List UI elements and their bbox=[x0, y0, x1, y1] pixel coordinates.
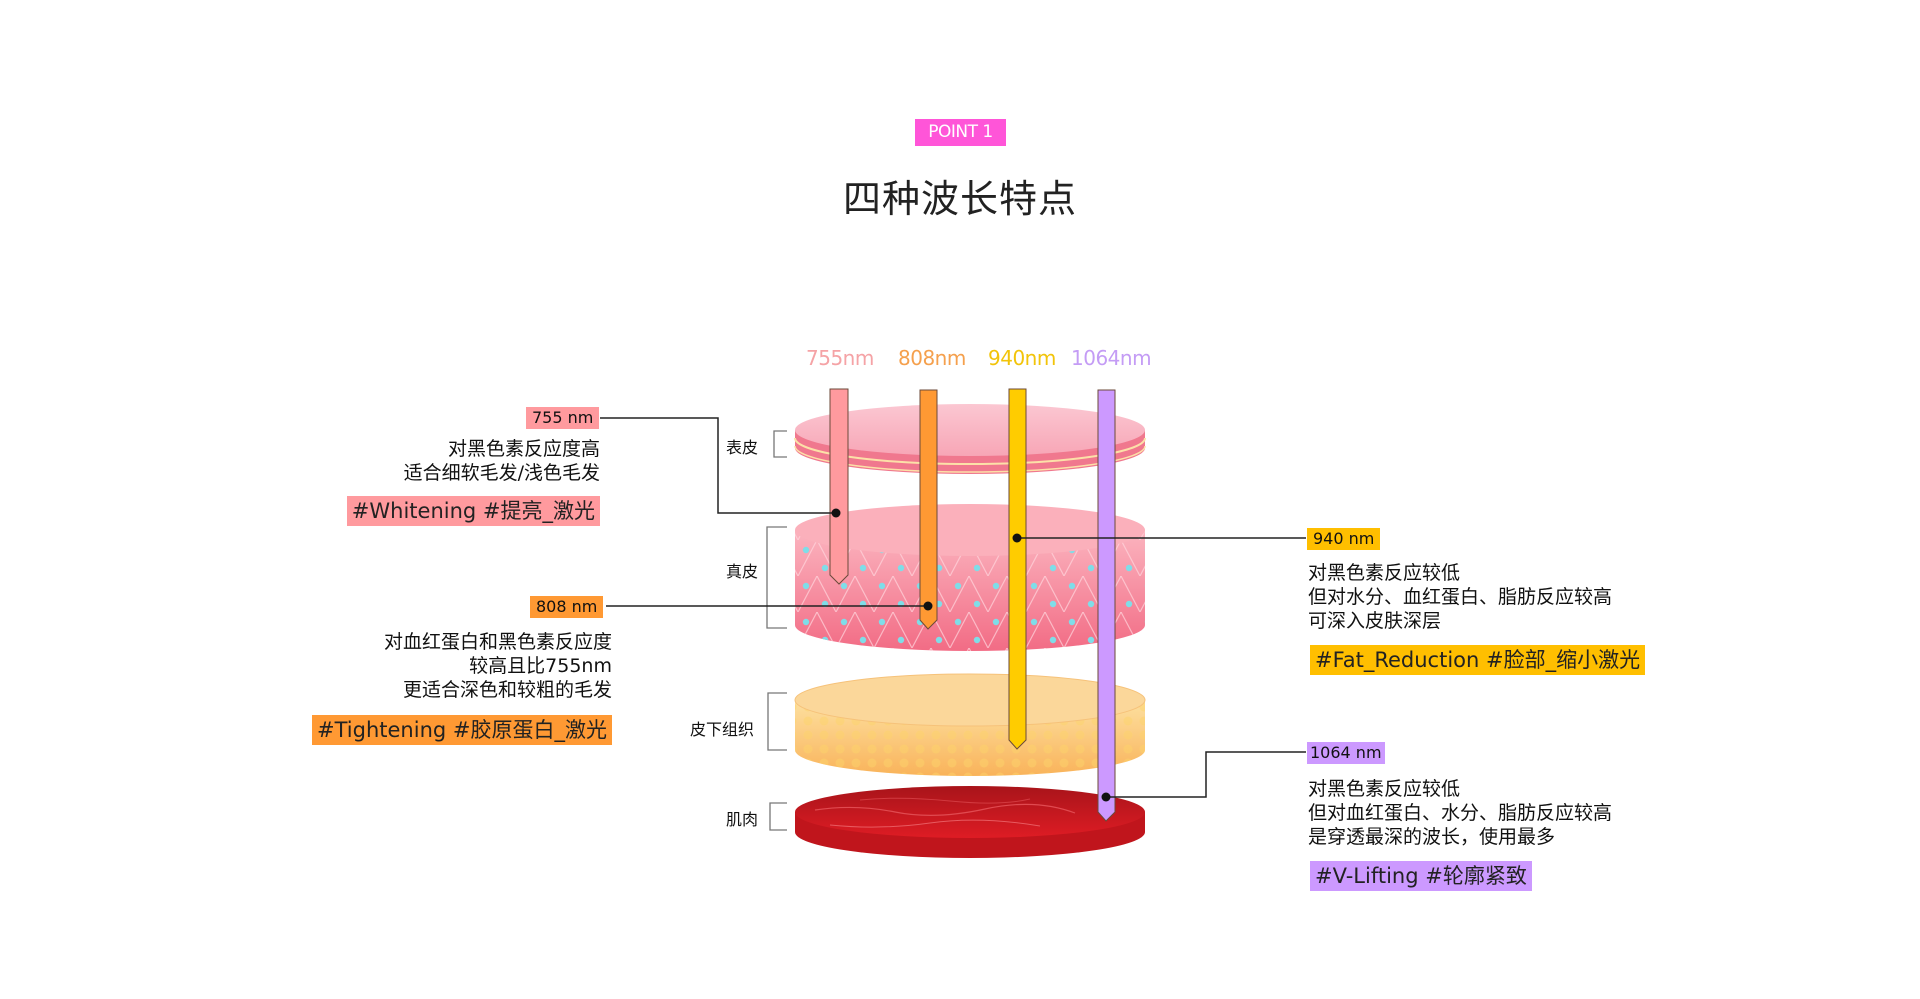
connector-755 bbox=[600, 417, 836, 514]
dot-1064 bbox=[1101, 792, 1111, 802]
layer-label-muscle: 肌肉 bbox=[726, 810, 759, 829]
bar-940 bbox=[1008, 388, 1027, 750]
label-1064nm: 1064 nm bbox=[1307, 742, 1385, 764]
bar-808 bbox=[919, 389, 938, 630]
desc-1064: 对黑色素反应较低 但对血红蛋白、水分、脂肪反应较高 是穿透最深的波长，使用最多 bbox=[1308, 777, 1612, 849]
dot-755 bbox=[831, 508, 841, 518]
wavelength-header-940: 940nm bbox=[988, 346, 1056, 370]
dot-940 bbox=[1012, 533, 1022, 543]
desc-755-line: 适合细软毛发/浅色毛发 bbox=[403, 462, 600, 484]
bar-1064 bbox=[1097, 389, 1116, 822]
epidermis-layer bbox=[794, 404, 1146, 474]
desc-940-line: 可深入皮肤深层 bbox=[1308, 610, 1442, 632]
muscle-bracket bbox=[769, 802, 787, 831]
label-808nm: 808 nm bbox=[530, 596, 604, 618]
dermis-bracket bbox=[766, 526, 787, 629]
epidermis-bracket bbox=[773, 430, 787, 458]
wavelength-header-808: 808nm bbox=[898, 346, 966, 370]
desc-940: 对黑色素反应较低 但对水分、血红蛋白、脂肪反应较高 可深入皮肤深层 bbox=[1308, 561, 1612, 633]
desc-808-line: 较高且比755nm bbox=[469, 655, 612, 677]
desc-755: 对黑色素反应度高 适合细软毛发/浅色毛发 bbox=[404, 437, 600, 485]
hashtag-755: #Whitening #提亮_激光 bbox=[346, 496, 600, 526]
layer-label-epidermis: 表皮 bbox=[726, 438, 759, 457]
layer-label-subcutaneous: 皮下组织 bbox=[690, 720, 755, 739]
desc-808: 对血红蛋白和黑色素反应度 较高且比755nm 更适合深色和较粗的毛发 bbox=[384, 630, 612, 702]
desc-808-line: 更适合深色和较粗的毛发 bbox=[402, 679, 612, 701]
desc-808-line: 对血红蛋白和黑色素反应度 bbox=[383, 631, 612, 653]
hashtag-940: #Fat_Reduction #脸部_缩小激光 bbox=[1310, 645, 1646, 675]
connector-1064 bbox=[1106, 751, 1306, 798]
hashtag-808: #Tightening #胶原蛋白_激光 bbox=[312, 715, 612, 745]
wavelength-header-1064: 1064nm bbox=[1071, 346, 1152, 370]
label-940nm: 940 nm bbox=[1307, 528, 1381, 550]
wavelength-header-755: 755nm bbox=[806, 346, 874, 370]
desc-1064-line: 但对血红蛋白、水分、脂肪反应较高 bbox=[1308, 802, 1613, 824]
subcutaneous-bracket bbox=[767, 692, 787, 751]
desc-755-line: 对黑色素反应度高 bbox=[447, 438, 600, 460]
dot-808 bbox=[923, 601, 933, 611]
subcutaneous-layer bbox=[794, 673, 1146, 776]
desc-1064-line: 是穿透最深的波长，使用最多 bbox=[1308, 826, 1556, 848]
desc-940-line: 对黑色素反应较低 bbox=[1308, 562, 1461, 584]
desc-940-line: 但对水分、血红蛋白、脂肪反应较高 bbox=[1308, 586, 1613, 608]
page-title: 四种波长特点 bbox=[842, 177, 1077, 221]
layer-label-dermis: 真皮 bbox=[726, 562, 759, 581]
label-755nm: 755 nm bbox=[526, 407, 600, 429]
muscle-layer bbox=[795, 786, 1145, 858]
dermis-layer bbox=[795, 504, 1145, 651]
hashtag-1064: #V-Lifting #轮廓紧致 bbox=[1310, 861, 1532, 891]
desc-1064-line: 对黑色素反应较低 bbox=[1308, 778, 1461, 800]
bar-755 bbox=[829, 388, 849, 585]
point-badge: POINT 1 bbox=[915, 119, 1006, 146]
